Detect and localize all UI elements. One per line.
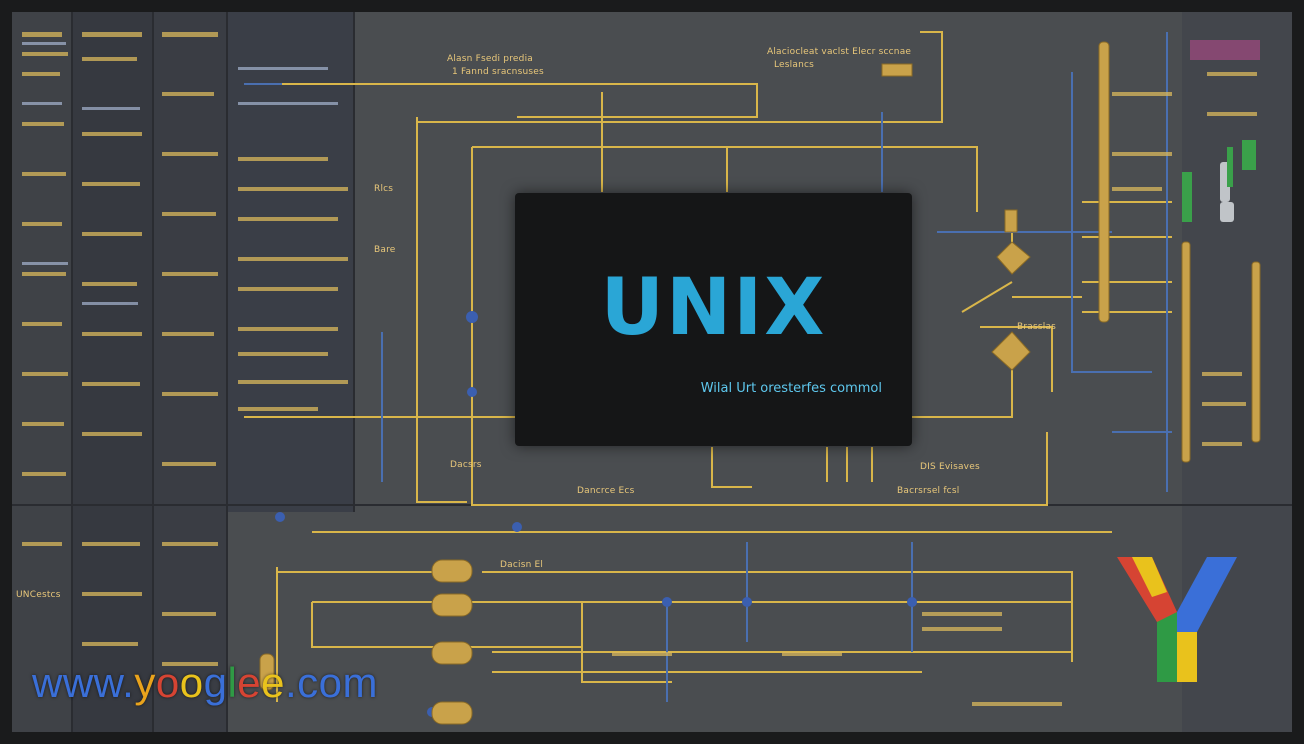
label-box-left-2: Bare — [374, 245, 396, 255]
label-top-center-2: 1 Fannd sracnsuses — [452, 67, 544, 77]
label-bottom-sub-2: Bacrsrsel fcsl — [897, 486, 960, 496]
label-box-left-1: Rlcs — [374, 184, 394, 194]
watermark-segment: e — [237, 659, 262, 706]
label-right-1: DIS Evisaves — [920, 462, 980, 472]
unix-logo-tagline: Wilal Urt oresterfes commol — [700, 381, 882, 396]
unix-logo-panel: UNIX Wilal Urt oresterfes commol — [515, 193, 912, 446]
site-watermark: www.yooglee.com — [32, 662, 378, 704]
y-brand-logo-icon — [1117, 557, 1237, 682]
watermark-segment: l — [227, 659, 238, 706]
label-bottom-center: Dacisn El — [500, 560, 544, 570]
unix-logo-title: UNIX — [600, 263, 827, 353]
label-top-right-1: Alaciocleat vaclst Elecr sccnae — [767, 47, 912, 57]
watermark-segment: www. — [32, 659, 135, 706]
watermark-segment: o — [155, 659, 180, 706]
label-top-center-1: Alasn Fsedi predia — [447, 54, 533, 64]
watermark-segment: .com — [285, 659, 379, 706]
label-mid-left: Dacsrs — [450, 460, 482, 470]
watermark-segment: o — [179, 659, 204, 706]
watermark-segment: g — [203, 659, 228, 706]
schematic-canvas: Alasn Fsedi predia 1 Fannd sracnsuses Al… — [12, 12, 1292, 732]
watermark-segment: e — [261, 659, 285, 706]
label-bottom-sub-1: Dancrce Ecs — [577, 486, 635, 496]
label-right-2: Brasslas — [1017, 322, 1057, 332]
watermark-segment: y — [134, 659, 156, 706]
label-top-right-2: Leslancs — [774, 60, 815, 70]
label-bottom-left: UNCestcs — [16, 590, 61, 600]
